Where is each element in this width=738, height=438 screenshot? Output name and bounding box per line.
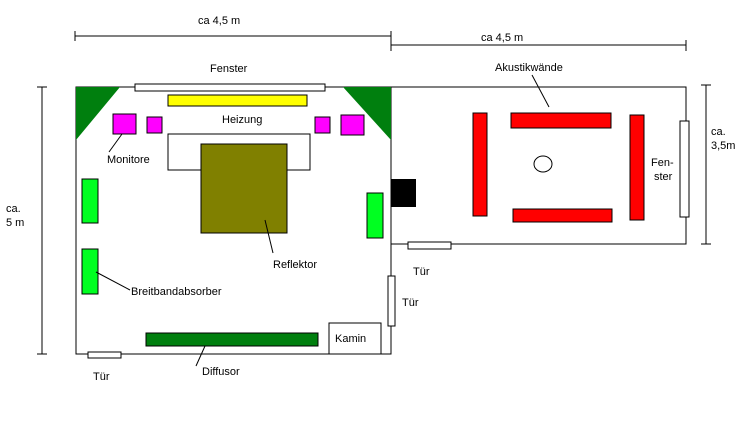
monitor-right-large (340, 114, 365, 136)
dimension-right-height-label-1: ca. (711, 126, 726, 138)
absorber-right (366, 192, 384, 239)
monitor-left-large (112, 113, 137, 135)
dimension-left-height: ca. 5 m (6, 86, 47, 355)
heater-label: Heizung (222, 114, 262, 126)
door-middle (407, 241, 452, 250)
door-bottom (87, 351, 122, 359)
corner-trap-right (343, 87, 391, 140)
dimension-right-width: ca 4,5 m (390, 32, 687, 51)
window-top-label: Fenster (210, 63, 248, 75)
monitors-label: Monitore (107, 154, 150, 166)
dimension-left-width: ca 4,5 m (74, 15, 392, 41)
absorber-label: Breitbandabsorber (131, 286, 222, 298)
heater (167, 94, 308, 107)
dimension-right-height-label-2: 3,5m (711, 140, 735, 152)
monitor-left-small (146, 116, 163, 134)
fireplace-label: Kamin (335, 333, 366, 345)
fireplace (328, 322, 382, 355)
window-top (134, 83, 326, 92)
absorber-left-upper (81, 178, 99, 224)
dimension-left-height-label-2: 5 m (6, 217, 24, 229)
door-side (387, 275, 396, 327)
black-block (391, 179, 416, 207)
corner-trap-left (76, 87, 120, 140)
dimension-left-width-label: ca 4,5 m (198, 15, 240, 27)
dimension-right-height: ca. 3,5m (701, 84, 735, 245)
reflector-label: Reflektor (273, 259, 317, 271)
window-right (679, 120, 690, 218)
monitors-leader-line (108, 133, 123, 153)
window-right-label-2: ster (654, 171, 673, 183)
acoustic-walls-label: Akustikwände (495, 62, 563, 74)
reflector-leader-line (264, 219, 274, 254)
acoustic-wall-right (629, 114, 645, 221)
door-bottom-label: Tür (93, 371, 110, 383)
window-right-label-1: Fen- (651, 157, 674, 169)
acoustic-wall-left (472, 112, 488, 217)
acoustic-wall-top (510, 112, 612, 129)
listening-position (533, 155, 553, 173)
dimension-right-width-label: ca 4,5 m (481, 32, 523, 44)
diffusor-label: Diffusor (202, 366, 240, 378)
acoustic-walls-leader-line (531, 74, 550, 108)
absorber-leader-line (95, 271, 131, 291)
acoustic-wall-bottom (512, 208, 613, 223)
diffusor (145, 332, 319, 347)
diffusor-leader-line (195, 345, 206, 367)
reflector (200, 143, 288, 234)
monitor-right-small (314, 116, 331, 134)
dimension-left-height-label-1: ca. (6, 203, 21, 215)
absorber-left-lower (81, 248, 99, 295)
door-side-label: Tür (402, 297, 419, 309)
door-middle-label: Tür (413, 266, 430, 278)
